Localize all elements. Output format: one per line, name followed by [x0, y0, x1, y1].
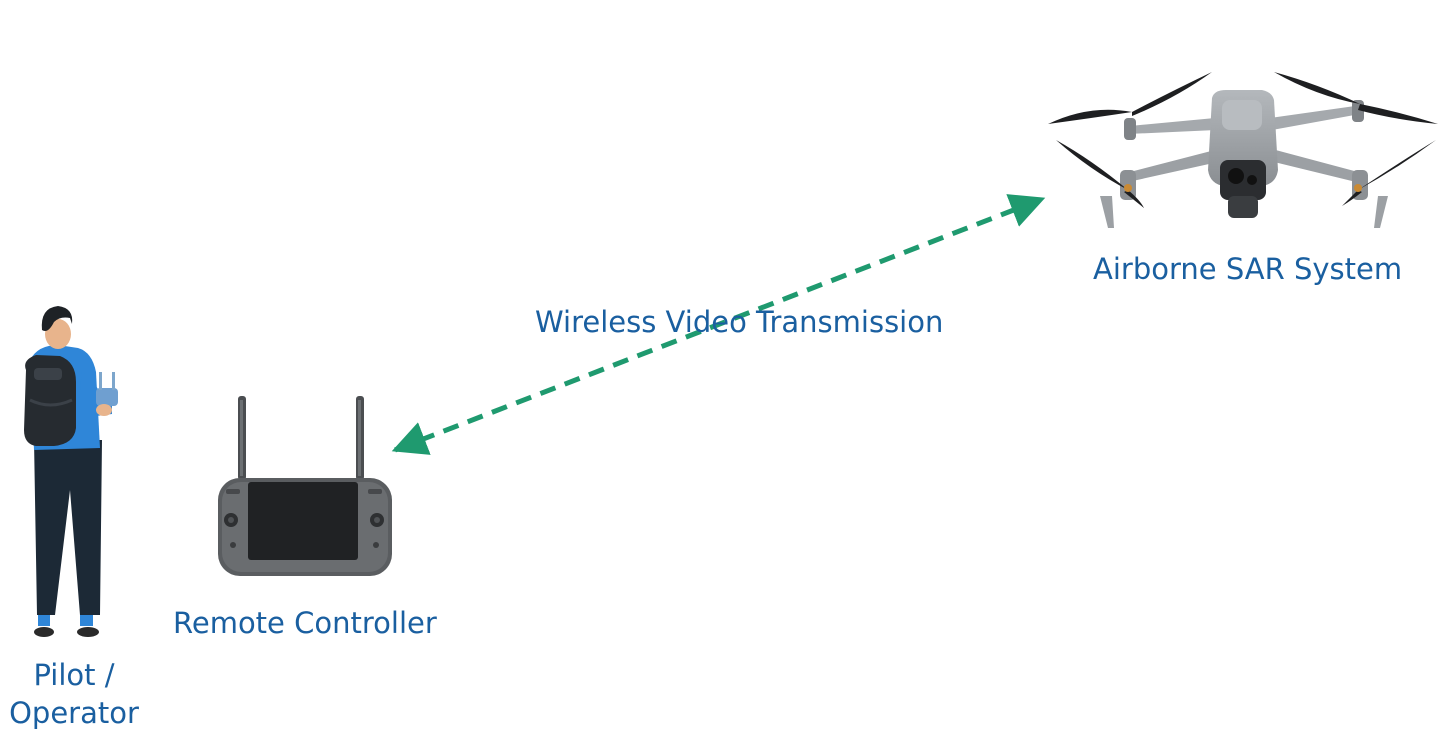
remote-controller-label: Remote Controller	[173, 606, 437, 640]
pilot-label: Pilot / Operator	[0, 656, 148, 732]
wireless-link-label: Wireless Video Transmission	[535, 305, 944, 339]
remote-controller-icon	[218, 396, 392, 576]
wireless-link-arrow	[391, 194, 1046, 455]
pilot-label-line2: Operator	[9, 696, 139, 730]
pilot-label-line1: Pilot /	[33, 658, 115, 692]
pilot-icon	[24, 306, 118, 637]
drone-label: Airborne SAR System	[1093, 252, 1403, 286]
drone-icon	[1048, 72, 1438, 228]
